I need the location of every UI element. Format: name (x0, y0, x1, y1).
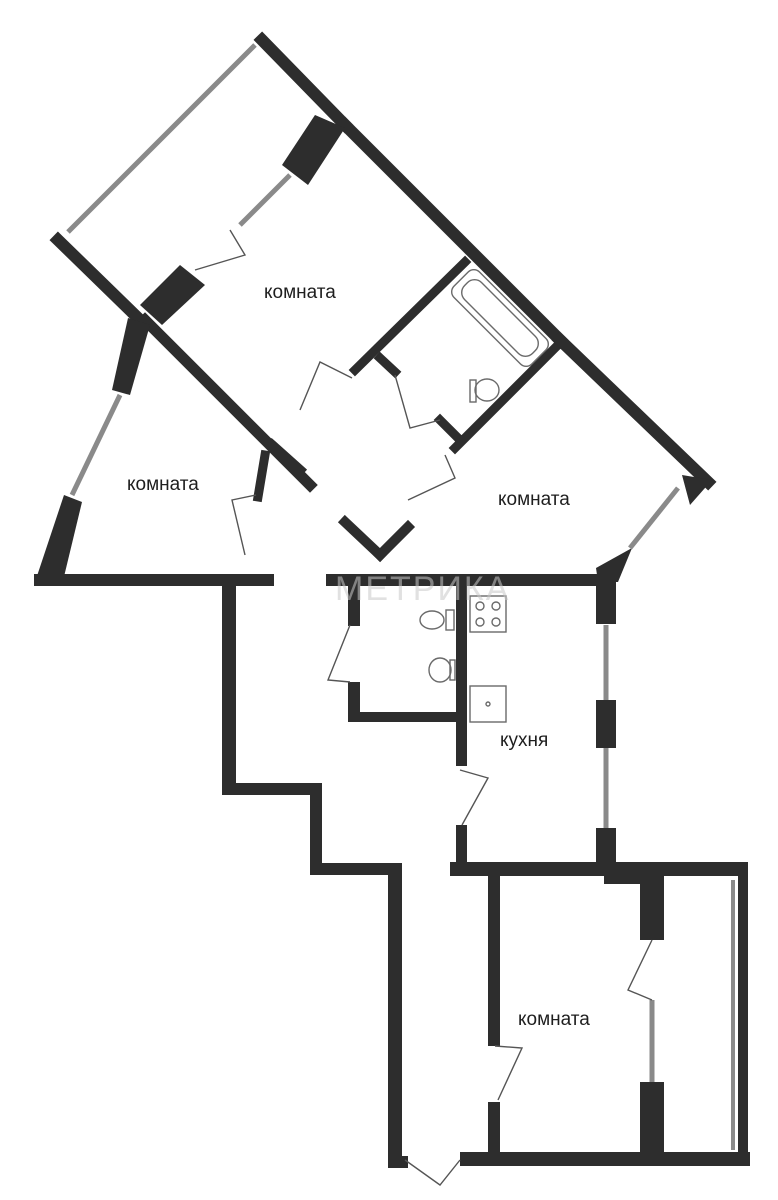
wall-hall-bottom-left (388, 863, 402, 1168)
wall-room2-door (252, 449, 271, 503)
wall-wc-left-top (348, 586, 360, 626)
wall-kitchen-right-top (596, 586, 616, 624)
pier-loggia-corner (604, 868, 656, 884)
wall-room4-left-top (488, 876, 500, 1046)
pier-room4-top (640, 876, 664, 940)
door-loggia (627, 939, 653, 1001)
door-room2 (231, 494, 257, 556)
wall-kitchen-bottom (450, 862, 748, 876)
pier-room3-bottom (596, 548, 632, 582)
door-entrance (404, 1159, 461, 1186)
room-label-kitchen: кухня (500, 730, 548, 751)
room-label-3: комната (498, 489, 570, 510)
walls-middle (34, 574, 750, 1168)
wall-room2-door-stub (264, 437, 308, 478)
toilet (419, 609, 455, 631)
room-label-2: комната (127, 474, 199, 495)
pier-room2-bottom (34, 495, 82, 585)
room-label-1: комната (264, 282, 336, 303)
doors (194, 229, 653, 1186)
wall-bath-room3 (448, 341, 562, 455)
door-room3 (407, 454, 456, 501)
door-kitchen (459, 769, 490, 826)
door-room4 (494, 1045, 524, 1101)
kitchen-sink (469, 685, 507, 723)
window-room1 (238, 173, 292, 227)
door-balcony (194, 229, 247, 271)
wall-kitchen-right-mid (596, 700, 616, 748)
wall-mid-right (326, 574, 616, 586)
stove (469, 595, 507, 633)
wall-kitchen-door-stub (456, 825, 467, 870)
walls-upper (34, 31, 717, 585)
wall-bath-stub (433, 413, 467, 447)
wall-balcony-outer (253, 31, 354, 134)
wall-bottom (460, 1152, 750, 1166)
wall-room1-bath (348, 255, 472, 377)
door-bath (394, 374, 441, 429)
window-balcony (66, 43, 257, 234)
wall-room3-door-stub (372, 519, 416, 563)
pier-room1-left (140, 265, 205, 325)
bath-sink (469, 378, 500, 403)
pier-room2-top (112, 318, 150, 395)
wall-room3-lower (337, 514, 388, 563)
pier-room4-bottom (640, 1082, 664, 1162)
wall-bottom-left-stub (388, 1156, 408, 1168)
door-wc (327, 624, 351, 683)
wall-wc-kitchen (456, 586, 467, 766)
watermark: МЕТРИКА (335, 570, 510, 608)
bathtub (450, 268, 550, 368)
window-room2 (69, 393, 123, 497)
wall-balcony-left (49, 231, 149, 329)
wall-hall-step3 (310, 863, 402, 875)
wall-hall-step2 (310, 783, 322, 875)
wall-room1-top (336, 116, 569, 349)
wall-room4-left-bottom (488, 1102, 500, 1164)
wall-bath-stub2 (373, 351, 402, 379)
wall-mid-left (34, 574, 274, 586)
door-room1 (299, 361, 353, 411)
wall-loggia-right (738, 868, 748, 1166)
room-label-4: комната (518, 1009, 590, 1030)
pier-room3-corner (682, 475, 712, 505)
wall-hall-step1 (222, 783, 322, 795)
wall-room3-outer (551, 331, 717, 491)
wall-wc-bottom (348, 712, 458, 722)
fixtures (419, 268, 550, 723)
wall-kitchen-right-bottom (596, 828, 616, 872)
pier-room1-top (282, 115, 345, 185)
wc-sink (428, 657, 456, 683)
windows (66, 43, 735, 1150)
window-room3 (628, 486, 680, 550)
wall-hall-left (222, 580, 236, 795)
